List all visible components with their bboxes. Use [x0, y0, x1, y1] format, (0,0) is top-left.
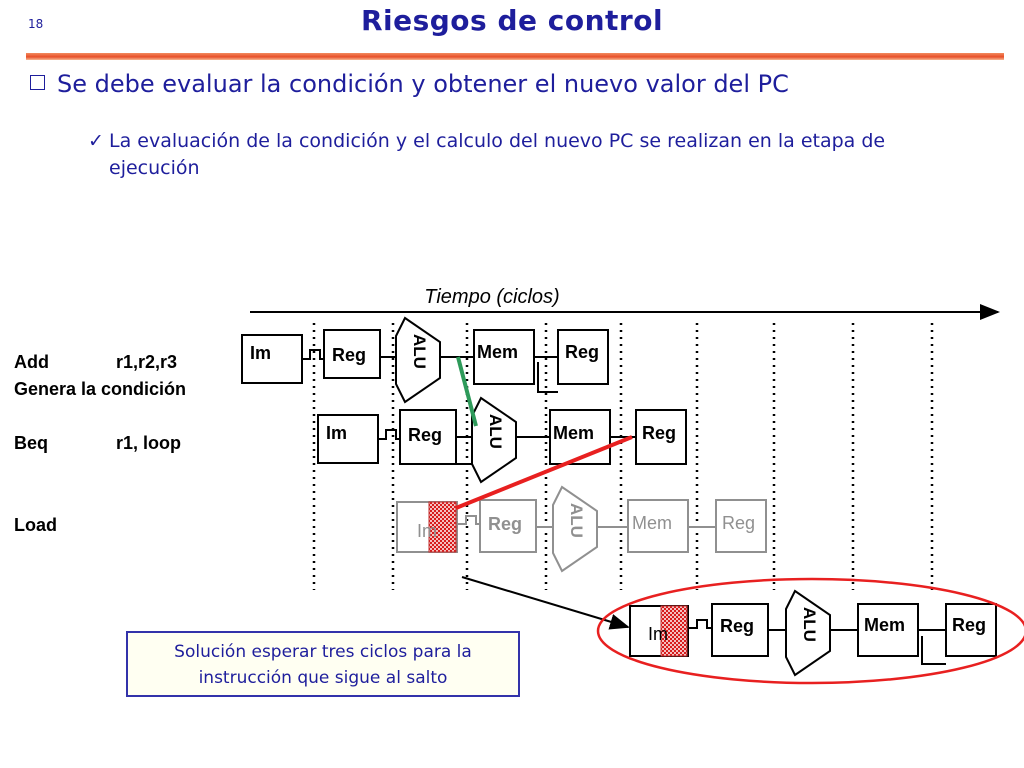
cycle-dividers	[312, 323, 934, 590]
pipe-connector	[378, 429, 400, 440]
pipeline-row-solution	[629, 589, 997, 677]
solution-text: Solución esperar tres ciclos para la ins…	[174, 642, 472, 688]
stall-bubble	[660, 605, 688, 657]
alu-label: ALU	[410, 334, 429, 369]
add-note: Genera la condición	[14, 379, 186, 399]
im-label: Im	[250, 343, 271, 363]
alu-stage	[395, 316, 441, 404]
main-bullet-text: Se debe evaluar la condición y obtener e…	[57, 70, 789, 98]
im-label: Im	[648, 624, 668, 644]
reg-label: Reg	[565, 342, 599, 362]
branch-target-line	[455, 435, 633, 510]
pipe-connector	[537, 362, 558, 393]
condition-forward-line	[456, 356, 478, 427]
slide-number: 18	[28, 17, 44, 31]
mem-stage	[549, 409, 611, 465]
reg-stage	[635, 409, 687, 465]
pipeline-row-load	[396, 485, 767, 573]
alu-stage	[471, 396, 517, 484]
pipe-connector	[688, 619, 712, 629]
reg-label: Reg	[722, 513, 755, 533]
add-operands: r1,r2,r3	[116, 352, 177, 372]
mem-label: Mem	[632, 513, 672, 533]
solution-arrow	[461, 576, 630, 630]
alu-label: ALU	[567, 503, 586, 538]
alu-label: ALU	[486, 414, 505, 449]
alu-stage	[785, 589, 831, 677]
reg-stage	[399, 409, 457, 465]
time-axis-label: Tiempo (ciclos)	[424, 286, 559, 308]
reg-label: Reg	[488, 514, 522, 534]
beq-opcode: Beq	[14, 433, 48, 453]
mem-stage	[857, 603, 919, 657]
solution-note: Solución esperar tres ciclos para la ins…	[126, 631, 520, 697]
mem-stage	[627, 499, 689, 553]
reg-label: Reg	[952, 615, 986, 635]
pipeline-row-beq	[317, 396, 687, 484]
reg-stage	[479, 499, 537, 553]
title-rule	[26, 53, 1004, 60]
reg-stage	[557, 329, 609, 385]
mem-label: Mem	[553, 423, 594, 443]
reg-label: Reg	[642, 423, 676, 443]
alu-stage	[552, 485, 598, 573]
add-opcode: Add	[14, 352, 49, 372]
reg-label: Reg	[332, 345, 366, 365]
checkmark-icon: ✓	[88, 130, 104, 152]
main-bullet: Se debe evaluar la condición y obtener e…	[30, 70, 789, 98]
im-label: Im	[326, 423, 347, 443]
reg-label: Reg	[720, 616, 754, 636]
reg-label: Reg	[408, 425, 442, 445]
reg-stage	[715, 499, 767, 553]
pipe-connector	[921, 636, 946, 665]
beq-operands: r1, loop	[116, 433, 181, 453]
mem-stage	[473, 329, 535, 385]
sub-bullet: ✓ La evaluación de la condición y el cal…	[88, 128, 968, 182]
stall-bubble	[428, 501, 457, 553]
slide-title: Riesgos de control	[360, 4, 664, 37]
load-opcode: Load	[14, 515, 57, 535]
solution-highlight-ellipse	[596, 577, 1024, 685]
mem-label: Mem	[477, 342, 518, 362]
reg-stage	[945, 603, 997, 657]
im-label: Im	[417, 521, 437, 541]
sub-bullet-text: La evaluación de la condición y el calcu…	[109, 130, 886, 179]
reg-stage	[323, 329, 381, 379]
pipe-connector	[457, 515, 480, 525]
alu-label: ALU	[800, 607, 819, 642]
im-stage	[317, 414, 379, 464]
mem-label: Mem	[864, 615, 905, 635]
pipeline-row-add	[241, 316, 609, 404]
square-bullet-icon	[30, 75, 45, 90]
instruction-labels: Add r1,r2,r3 Genera la condición Beq r1,…	[14, 352, 186, 535]
pipe-connector	[302, 349, 324, 360]
